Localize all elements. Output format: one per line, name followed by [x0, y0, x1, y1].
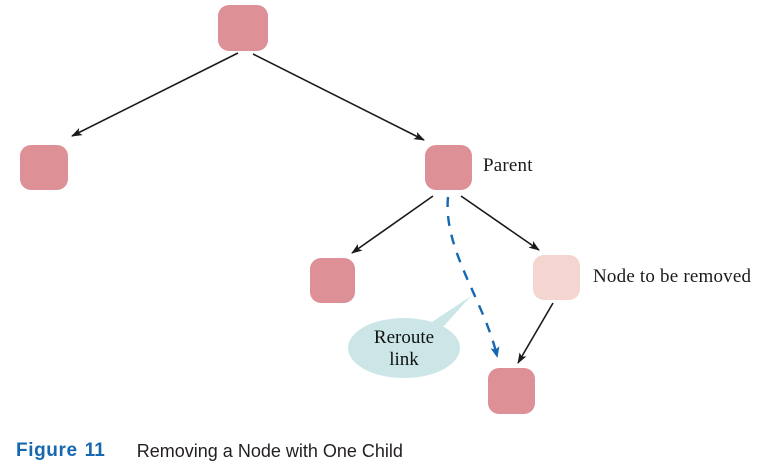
edge-parent-to-removed [460, 195, 540, 251]
edge-parent-to-sibling [351, 195, 434, 254]
root-node [218, 5, 268, 51]
edge-removed-to-child [517, 302, 554, 364]
parent-node [425, 145, 472, 190]
reroute-link-callout-text: Reroute link [348, 327, 460, 371]
figure-number: 11 [84, 440, 105, 461]
node-to-be-removed [533, 255, 580, 300]
figure-title: Removing a Node with One Child [136, 440, 403, 461]
figure-label: Figure [16, 440, 78, 461]
edge-reroute-link [446, 196, 500, 358]
edge-root-to-left [71, 52, 239, 137]
removed-node-label: Node to be removed [593, 266, 752, 287]
callout-line-1: Reroute [373, 327, 435, 348]
parent-node-label: Parent [483, 155, 533, 176]
remaining-child-node [488, 368, 535, 414]
left-child-node [20, 145, 68, 190]
edge-root-to-parent [252, 53, 425, 141]
callout-bubble [348, 318, 460, 378]
sibling-node [310, 258, 355, 303]
callout-line-2: link [389, 348, 419, 370]
figure-caption: Figure 11 Removing a Node with One Child [0, 432, 771, 470]
